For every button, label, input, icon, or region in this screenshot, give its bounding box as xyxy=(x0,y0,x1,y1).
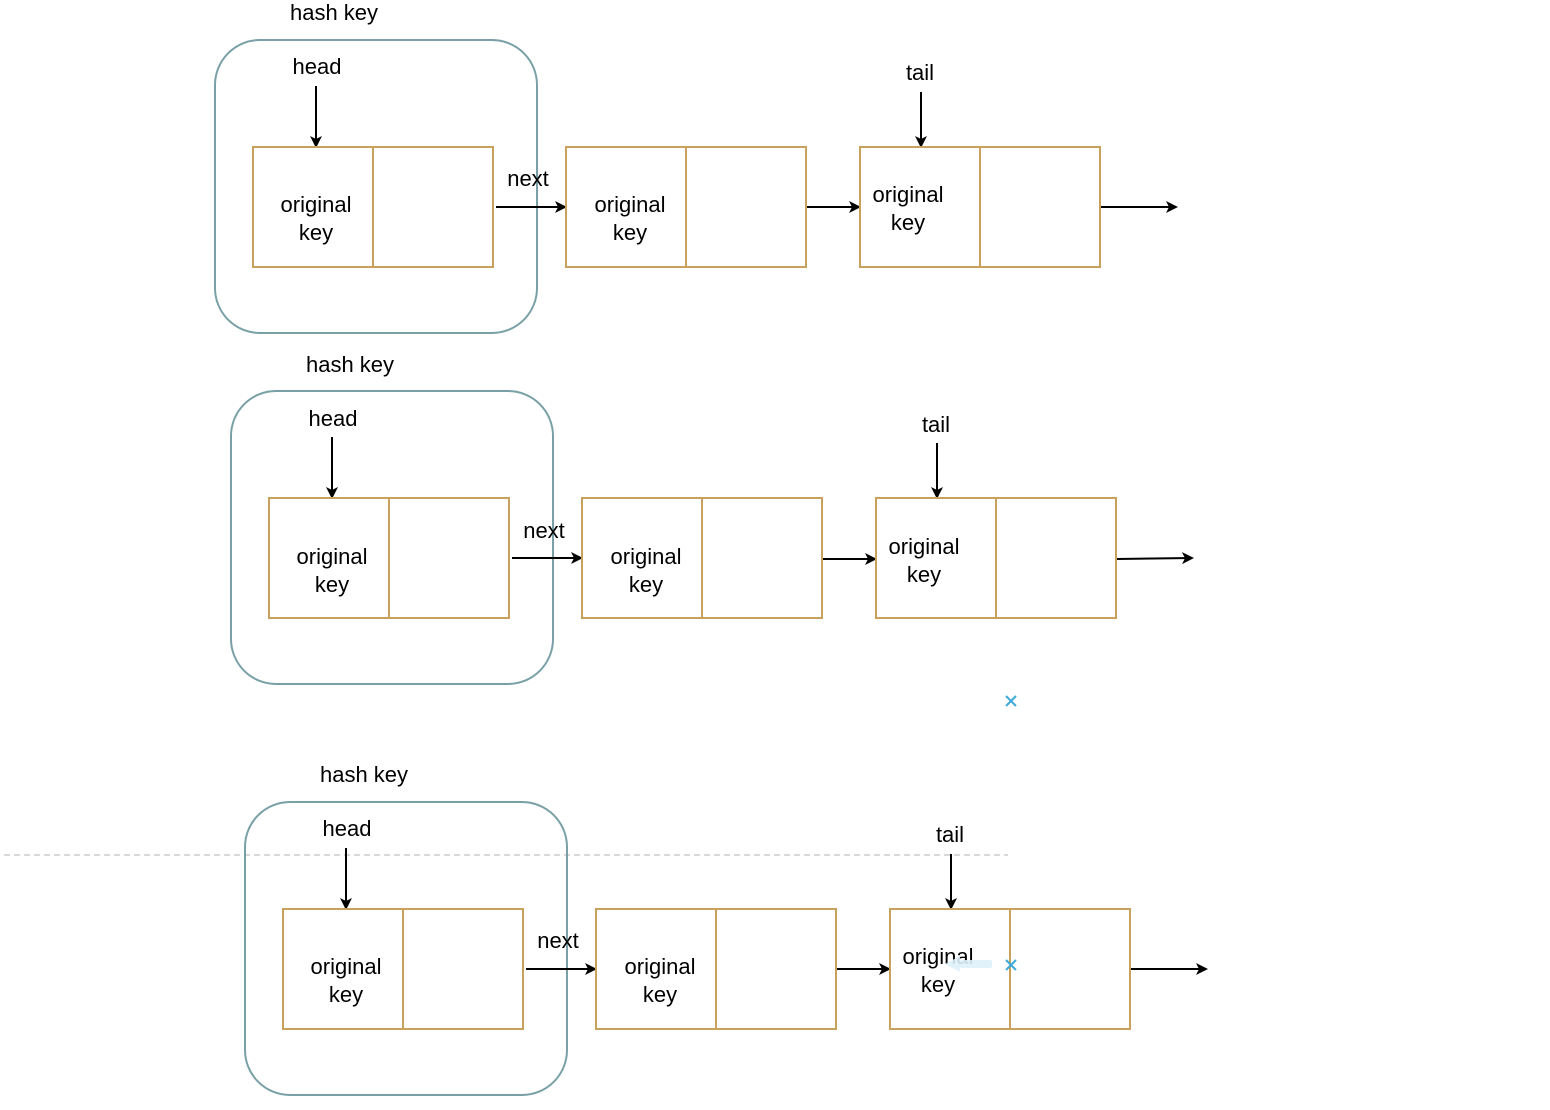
node-next-cell[interactable] xyxy=(372,146,494,268)
node-next-cell[interactable] xyxy=(995,497,1117,619)
node-next-cell[interactable] xyxy=(715,908,837,1030)
node-next-cell[interactable] xyxy=(1009,908,1131,1030)
container-label: hash key xyxy=(290,0,378,25)
node-key-text: key xyxy=(643,982,677,1007)
x-marker-icon[interactable] xyxy=(1005,695,1017,707)
node-key-cell[interactable] xyxy=(875,497,997,619)
node-key-cell[interactable] xyxy=(268,497,390,619)
list-node[interactable]: original key xyxy=(565,146,807,268)
node-key-text: original xyxy=(297,544,368,569)
tail-out-arrow[interactable] xyxy=(1116,552,1194,565)
node-key-text: original xyxy=(611,544,682,569)
node-key-text: key xyxy=(891,210,925,235)
node-key-cell[interactable] xyxy=(581,497,703,619)
container-label: hash key xyxy=(306,352,394,377)
tail-label: tail xyxy=(906,60,934,85)
node-key-cell[interactable] xyxy=(252,146,374,268)
linked-list-group[interactable]: hash key head original key next original… xyxy=(230,352,1194,685)
hash-key-container[interactable] xyxy=(214,39,538,334)
node-key-cell[interactable] xyxy=(889,908,1011,1030)
next-label: next xyxy=(523,518,565,543)
node-next-cell[interactable] xyxy=(685,146,807,268)
node-key-text: key xyxy=(907,562,941,587)
tail-label: tail xyxy=(936,822,964,847)
node-key-text: key xyxy=(613,220,647,245)
head-label: head xyxy=(293,54,342,79)
list-node[interactable]: original key xyxy=(252,146,494,268)
list-node[interactable]: original key xyxy=(581,497,823,619)
container-label: hash key xyxy=(320,762,408,787)
head-label: head xyxy=(309,406,358,431)
node-key-cell[interactable] xyxy=(859,146,981,268)
list-node[interactable]: original key xyxy=(859,146,1101,268)
node-key-text: original xyxy=(873,182,944,207)
node-key-text: original xyxy=(281,192,352,217)
x-marker-icon[interactable] xyxy=(1005,959,1017,971)
node-key-text: original xyxy=(889,534,960,559)
hash-key-container[interactable] xyxy=(230,390,554,685)
head-label: head xyxy=(323,816,372,841)
node-next-cell[interactable] xyxy=(402,908,524,1030)
node-next-cell[interactable] xyxy=(388,497,510,619)
next-label: next xyxy=(507,166,549,191)
node-key-text: key xyxy=(329,982,363,1007)
node-key-text: key xyxy=(315,572,349,597)
node-key-cell[interactable] xyxy=(565,146,687,268)
list-node[interactable]: original key xyxy=(889,908,1131,1030)
node-key-text: original xyxy=(595,192,666,217)
list-node[interactable]: original key xyxy=(595,908,837,1030)
list-node[interactable]: original key xyxy=(268,497,510,619)
node-key-text: key xyxy=(921,972,955,997)
linked-list-group[interactable]: hash key head original key next original… xyxy=(214,0,1178,334)
drag-arrow-icon[interactable] xyxy=(945,956,992,972)
next-label: next xyxy=(537,928,579,953)
node-next-cell[interactable] xyxy=(701,497,823,619)
hash-key-container[interactable] xyxy=(244,801,568,1096)
node-next-cell[interactable] xyxy=(979,146,1101,268)
list-node[interactable]: original key xyxy=(875,497,1117,619)
list-node[interactable]: original key xyxy=(282,908,524,1030)
node-key-cell[interactable] xyxy=(282,908,404,1030)
node-key-text: original xyxy=(311,954,382,979)
node-key-text: original xyxy=(625,954,696,979)
linked-list-group[interactable]: hash key head original key next original… xyxy=(244,762,1208,1096)
node-key-text: key xyxy=(629,572,663,597)
node-key-text: key xyxy=(299,220,333,245)
tail-label: tail xyxy=(922,412,950,437)
